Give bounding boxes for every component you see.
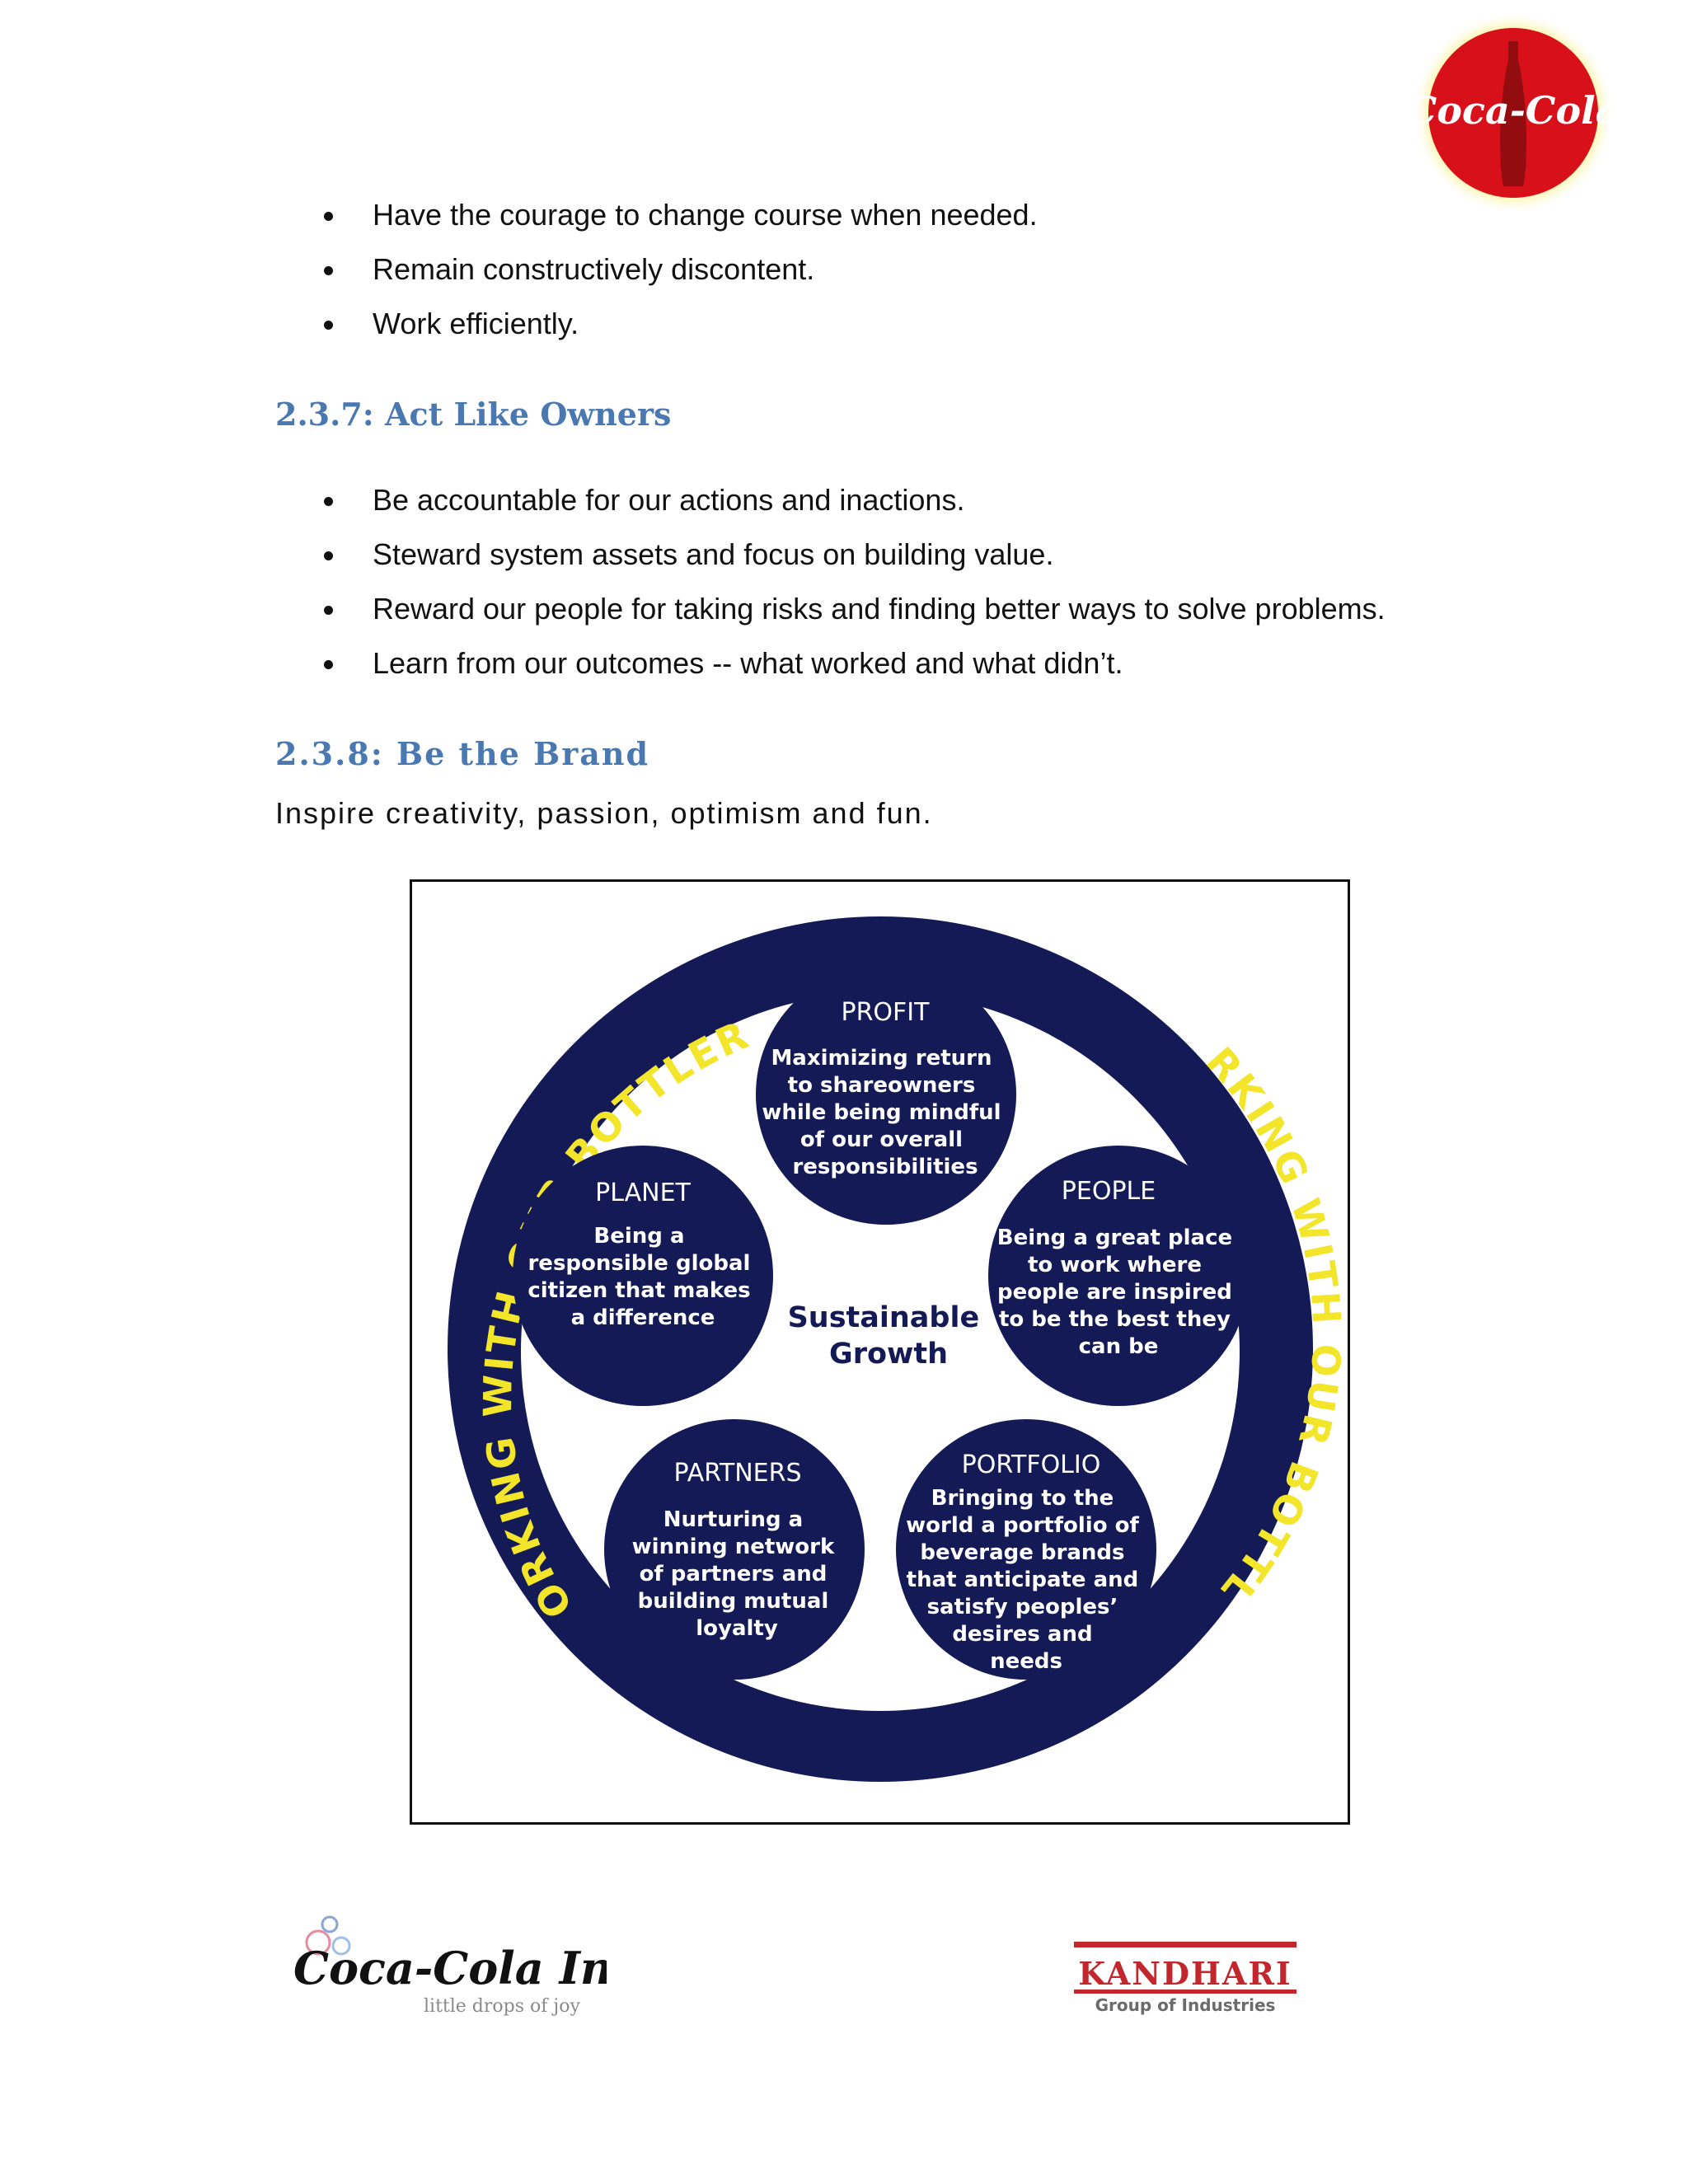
profit-title: PROFIT	[842, 998, 931, 1027]
center-label: Sustainable Growth	[788, 1301, 990, 1371]
profit-description: Maximizing return to shareowners while b…	[762, 1046, 1008, 1179]
list-item: Remain constructively discontent.	[0, 242, 1038, 297]
partners-description: Nurturing a winning network of partners …	[632, 1507, 842, 1641]
bubble-icon	[331, 1936, 351, 1956]
kandhari-logo: KANDHARI Group of Industries	[1067, 1938, 1302, 2018]
profit-circle	[756, 964, 1016, 1225]
planet-description: Being a responsible global citizen that …	[528, 1224, 757, 1330]
bubble-icon	[321, 1915, 339, 1933]
people-description: Being a great place to work where people…	[997, 1226, 1240, 1359]
portfolio-description: Bringing to the world a portfolio of bev…	[906, 1486, 1146, 1674]
coca-cola-india-logo: Coca-Cola India little drops of joy	[293, 1908, 689, 2023]
list-item: Learn from our outcomes -- what worked a…	[0, 636, 1386, 691]
sustainable-growth-diagram: WORKING WITH OUR BOTTLERS WORKING WITH O…	[410, 879, 1350, 1825]
portfolio-title: PORTFOLIO	[962, 1451, 1101, 1479]
partners-circle	[604, 1419, 865, 1680]
list-item: Be accountable for our actions and inact…	[0, 473, 1386, 527]
kandhari-wordmark: KANDHARI	[1078, 1955, 1292, 1992]
coca-cola-india-wordmark: Coca-Cola India	[293, 1942, 607, 1994]
logo-wordmark: Coca-Cola	[1411, 88, 1615, 133]
kandhari-bottom-bar	[1074, 1990, 1296, 1994]
act-like-owners-list: Be accountable for our actions and inact…	[0, 473, 1386, 691]
list-item: Reward our people for taking risks and f…	[0, 582, 1386, 636]
section-heading-act-like-owners: 2.3.7: Act Like Owners	[275, 396, 672, 433]
people-circle	[988, 1146, 1249, 1406]
coca-cola-header-logo: Coca-Cola	[1407, 10, 1620, 216]
list-item: Steward system assets and focus on build…	[0, 527, 1386, 582]
bottle-icon	[1500, 41, 1526, 186]
partners-title: PARTNERS	[674, 1459, 802, 1488]
list-item: Work efficiently.	[0, 297, 1038, 351]
planet-circle	[513, 1146, 773, 1406]
list-item: Have the courage to change course when n…	[0, 188, 1038, 242]
portfolio-circle	[896, 1419, 1156, 1680]
kandhari-top-bar	[1074, 1942, 1296, 1947]
kandhari-tagline: Group of Industries	[1095, 1995, 1276, 2015]
bubble-icon	[305, 1929, 331, 1956]
planet-title: PLANET	[595, 1179, 691, 1207]
coca-cola-india-tagline: little drops of joy	[424, 1996, 580, 2017]
be-the-brand-intro: Inspire creativity, passion, optimism an…	[275, 796, 933, 830]
people-title: PEOPLE	[1062, 1177, 1156, 1206]
values-list-continued: Have the courage to change course when n…	[0, 188, 1038, 351]
section-heading-be-the-brand: 2.3.8: Be the Brand	[275, 735, 650, 772]
